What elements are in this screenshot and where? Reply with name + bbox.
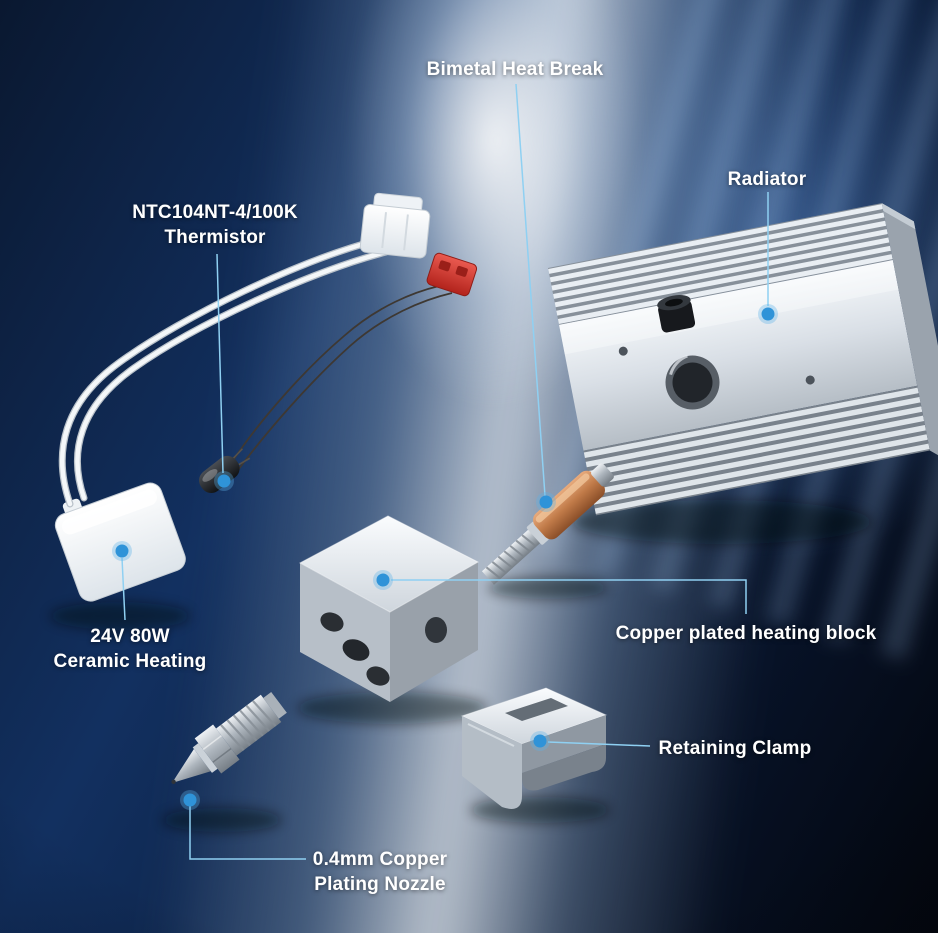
label-heat-break: Bimetal Heat Break bbox=[427, 57, 604, 82]
label-line: Retaining Clamp bbox=[658, 738, 812, 759]
label-line: 24V 80W bbox=[90, 626, 170, 647]
label-line: Thermistor bbox=[164, 227, 266, 248]
label-line: Plating Nozzle bbox=[314, 874, 446, 895]
label-line: Ceramic Heating bbox=[53, 651, 207, 672]
heater-connector-image bbox=[359, 192, 431, 259]
label-ceramic-heater: 24V 80W Ceramic Heating bbox=[54, 624, 207, 674]
clamp-marker-dot-icon bbox=[530, 731, 550, 751]
radiator-marker-dot-icon bbox=[758, 304, 778, 324]
nozzle-marker-dot-icon bbox=[180, 790, 200, 810]
label-line: NTC104NT-4/100K bbox=[132, 202, 298, 223]
label-thermistor: NTC104NT-4/100K Thermistor bbox=[132, 200, 298, 250]
heat-break-marker-dot-icon bbox=[536, 492, 556, 512]
label-line: Bimetal Heat Break bbox=[426, 59, 604, 80]
thermistor-connector-image bbox=[426, 252, 478, 297]
thermistor-wires-image bbox=[231, 285, 453, 471]
thermistor-leader-line bbox=[216, 253, 224, 474]
heat-break-leader-line bbox=[515, 83, 546, 497]
heating-block-marker-dot-icon bbox=[373, 570, 393, 590]
label-nozzle: 0.4mm Copper Plating Nozzle bbox=[313, 847, 447, 897]
label-heating-block: Copper plated heating block bbox=[616, 621, 877, 646]
label-radiator: Radiator bbox=[728, 167, 807, 192]
label-line: 0.4mm Copper bbox=[312, 849, 448, 870]
label-line: Copper plated heating block bbox=[615, 623, 877, 644]
heating-block-image bbox=[298, 515, 480, 702]
ceramic-heater-image bbox=[54, 482, 186, 602]
label-retaining-clamp: Retaining Clamp bbox=[659, 736, 812, 761]
nozzle-image bbox=[171, 691, 287, 784]
label-line: Radiator bbox=[727, 169, 807, 190]
thermistor-marker-dot-icon bbox=[214, 471, 234, 491]
ceramic-marker-dot-icon bbox=[112, 541, 132, 561]
radiator-image bbox=[548, 203, 938, 516]
